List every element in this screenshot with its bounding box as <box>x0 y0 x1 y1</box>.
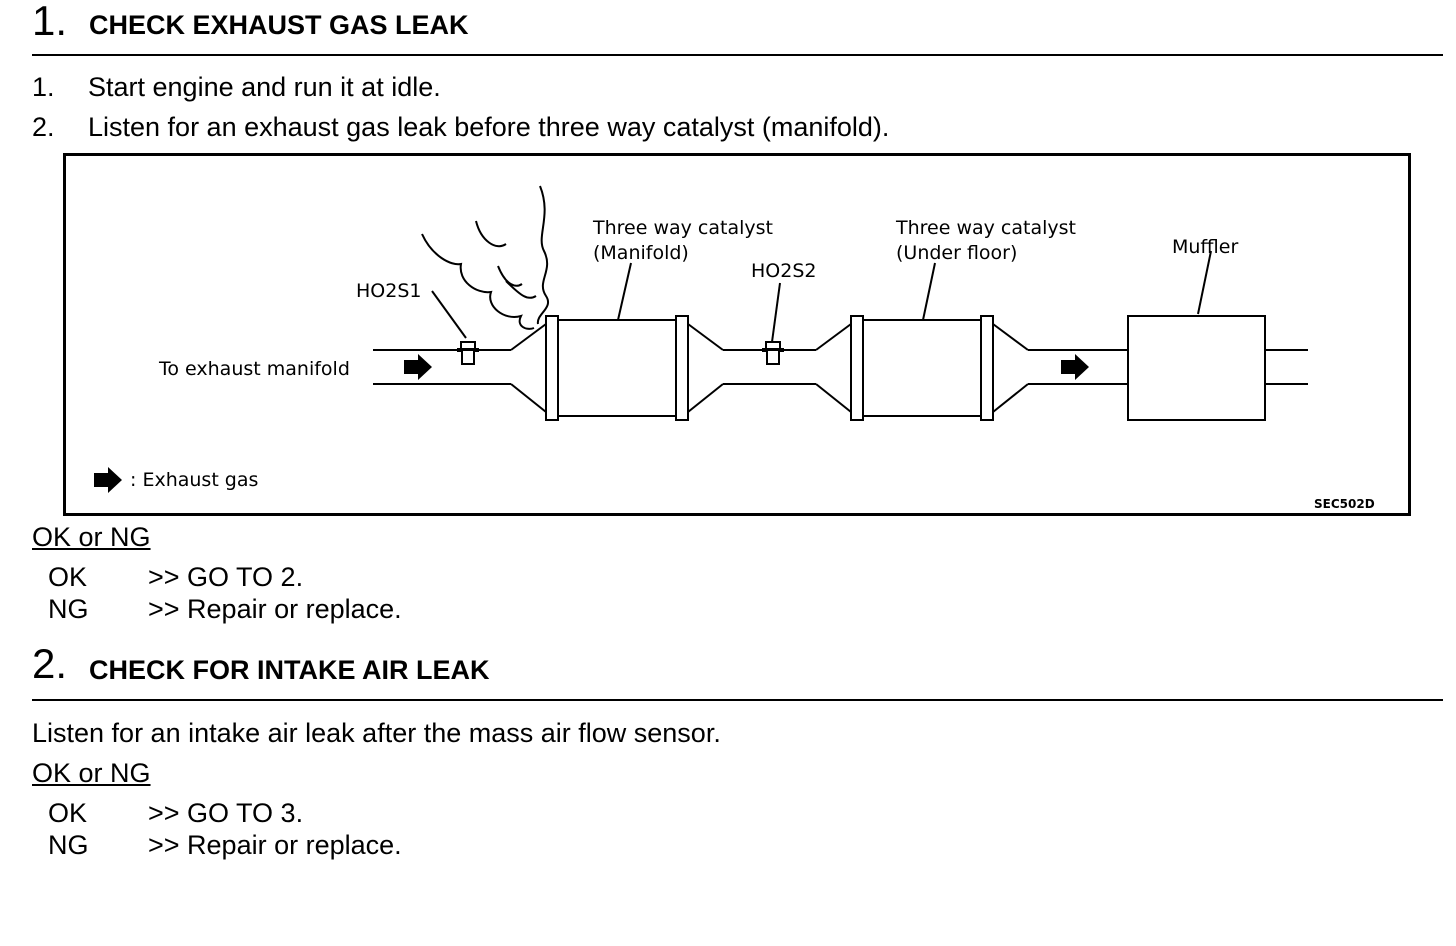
step2-result-ng-key: NG <box>48 830 89 860</box>
exhaust-system-figure: HO2S1 Three way catalyst (Manifold) HO2S… <box>63 153 1411 516</box>
step1-rule <box>32 54 1443 56</box>
figure-code: SEC502D <box>1314 497 1375 511</box>
step1-result-ng-key: NG <box>48 594 89 624</box>
step2-result-ng-action: >> Repair or replace. <box>148 830 402 860</box>
label-to-exhaust-manifold: To exhaust manifold <box>158 358 350 380</box>
label-twc-manifold-line2: (Manifold) <box>593 242 689 264</box>
step1-number: 1. <box>32 0 68 44</box>
step2-result-heading: OK or NG <box>32 758 151 788</box>
step1-result-ng-action: >> Repair or replace. <box>148 594 402 624</box>
step1-result-ok-action: >> GO TO 2. <box>148 562 304 592</box>
label-ho2s1: HO2S1 <box>356 280 421 302</box>
step1-result-ok-key: OK <box>48 562 88 592</box>
instruction-2-number: 2. <box>32 112 55 142</box>
legend-exhaust-gas: : Exhaust gas <box>130 469 258 491</box>
step2-number: 2. <box>32 640 68 687</box>
step1-title: CHECK EXHAUST GAS LEAK <box>89 10 469 40</box>
step2-rule <box>32 699 1443 701</box>
step1-result-heading: OK or NG <box>32 522 151 552</box>
instruction-1-number: 1. <box>32 72 55 102</box>
exhaust-system-diagram: HO2S1 Three way catalyst (Manifold) HO2S… <box>94 185 1375 511</box>
label-ho2s2: HO2S2 <box>751 260 816 282</box>
label-twc-underfloor-line1: Three way catalyst <box>895 217 1076 239</box>
step2-result-ok-key: OK <box>48 798 88 828</box>
label-twc-manifold-line1: Three way catalyst <box>592 217 773 239</box>
step2-result-ok-action: >> GO TO 3. <box>148 798 304 828</box>
label-muffler: Muffler <box>1172 236 1238 258</box>
flow-arrow-icon <box>94 354 1089 493</box>
step2-text: Listen for an intake air leak after the … <box>32 718 721 748</box>
label-twc-underfloor-line2: (Under floor) <box>896 242 1017 264</box>
instruction-1-text: Start engine and run it at idle. <box>88 72 441 102</box>
instruction-2-text: Listen for an exhaust gas leak before th… <box>88 112 890 142</box>
step2-title: CHECK FOR INTAKE AIR LEAK <box>89 655 490 685</box>
